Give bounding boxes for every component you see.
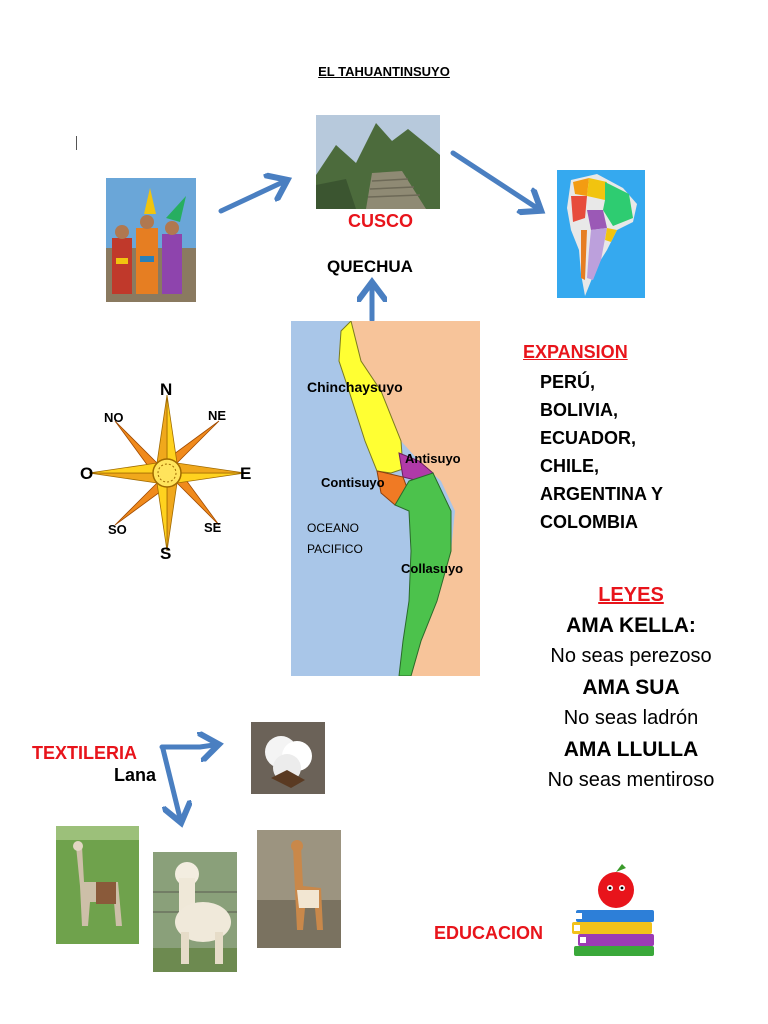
region-chinchaysuyo (338, 321, 404, 474)
inca-dancers-photo (106, 178, 196, 302)
compass-e: E (240, 464, 252, 483)
text-cursor (76, 136, 77, 150)
map-label-contisuyo: Contisuyo (321, 475, 385, 490)
lana-label: Lana (114, 765, 157, 785)
educacion-label: EDUCACION (434, 923, 544, 943)
region-collasuyo (394, 472, 452, 676)
compass-rose-icon: N NE NO E O SE SO S (76, 380, 256, 565)
list-item: CHILE, (540, 456, 600, 476)
compass-se: SE (204, 520, 222, 535)
vicuna-photo (257, 830, 341, 948)
law-meaning-3: No seas mentiroso (547, 769, 715, 791)
law-meaning-2: No seas ladrón (563, 707, 699, 729)
tahuantinsuyo-map: Chinchaysuyo Antisuyo Contisuyo OCEANO P… (291, 321, 480, 676)
list-item: COLOMBIA (540, 512, 638, 532)
alpaca-photo (153, 852, 237, 972)
map-label-antisuyo: Antisuyo (405, 451, 461, 466)
list-item: PERÚ, (540, 372, 596, 392)
arrow-cusco-to-south-america (450, 150, 537, 208)
compass-o: O (80, 464, 94, 483)
cusco-label: CUSCO (348, 211, 414, 231)
quechua-label: QUECHUA (327, 257, 413, 276)
map-label-pacifico: PACIFICO (307, 542, 363, 556)
list-item: ARGENTINA Y (540, 484, 664, 504)
leyes-section: LEYES AMA KELLA: No seas perezoso AMA SU… (520, 580, 742, 796)
cotton-photo (251, 722, 325, 794)
law-ama-sua: AMA SUA (582, 676, 680, 699)
llama-photo (56, 826, 139, 944)
law-meaning-1: No seas perezoso (550, 645, 712, 667)
south-america-map (557, 170, 645, 298)
map-label-collasuyo: Collasuyo (401, 561, 464, 576)
map-label-chinchaysuyo: Chinchaysuyo (307, 379, 403, 395)
compass-s: S (160, 544, 172, 563)
map-label-oceano: OCEANO (307, 521, 360, 535)
expansion-heading: EXPANSION (523, 342, 628, 362)
machu-picchu-photo (316, 115, 440, 209)
law-ama-llulla: AMA LLULLA (563, 738, 699, 761)
textileria-label: TEXTILERIA (32, 743, 138, 763)
compass-no: NO (104, 410, 124, 425)
law-ama-kella: AMA KELLA: (566, 614, 696, 637)
leyes-heading: LEYES (598, 584, 664, 606)
list-item: BOLIVIA, (540, 400, 619, 420)
expansion-list: PERÚ, BOLIVIA, ECUADOR, CHILE, ARGENTINA… (540, 368, 663, 536)
compass-n: N (160, 380, 173, 399)
compass-ne: NE (208, 408, 227, 423)
apple-books-icon (568, 862, 658, 958)
arrow-textileria-to-llamas (160, 746, 180, 818)
compass-so: SO (108, 522, 127, 537)
arrow-textileria-to-cotton (159, 745, 214, 747)
list-item: ECUADOR, (540, 428, 637, 448)
page-title: EL TAHUANTINSUYO (318, 64, 450, 79)
arrow-dancers-to-cusco (218, 182, 283, 214)
